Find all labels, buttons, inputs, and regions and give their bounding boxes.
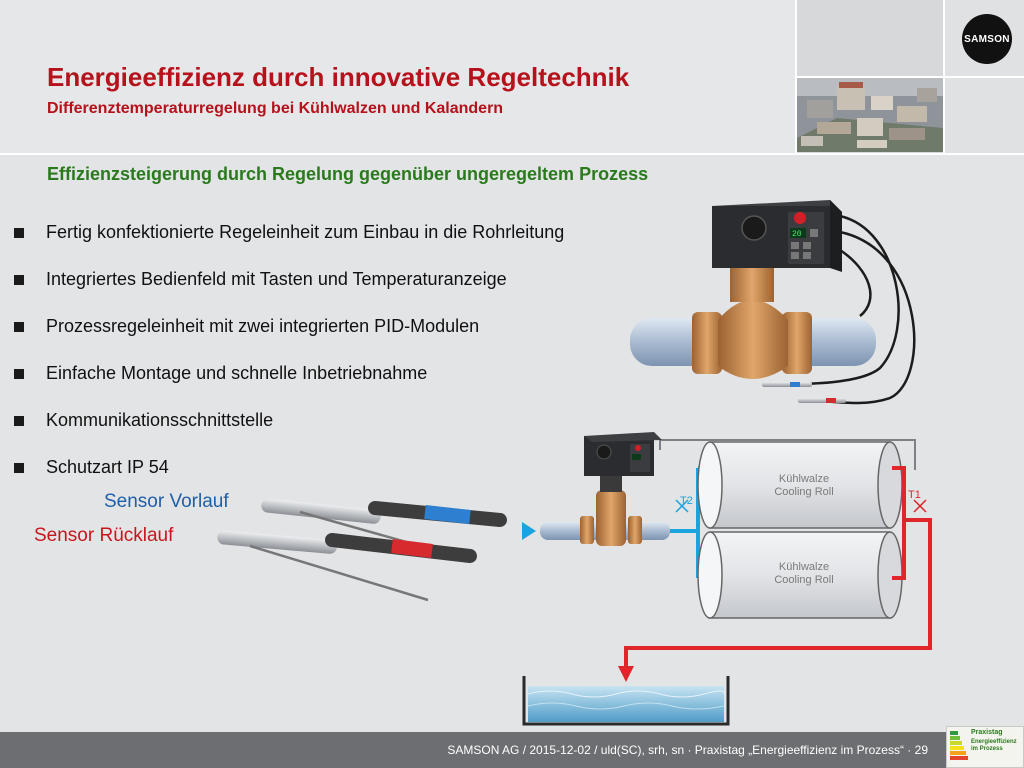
sensor-ruecklauf-probe [217, 530, 337, 554]
roll-bottom-label-1: Kühlwalze [779, 561, 829, 573]
list-item: Einfache Montage und schnelle Inbetriebn… [14, 350, 564, 397]
valve-controller-unit: 20 [630, 200, 916, 405]
small-valve-body [596, 490, 626, 546]
panel-key [791, 242, 799, 249]
sensor-ruecklauf-label: Sensor Rücklauf [34, 525, 174, 546]
sensor-t1-label: T1 [908, 489, 921, 501]
footer-text: SAMSON AG / 2015-12-02 / uld(SC), srh, s… [447, 743, 928, 757]
illustration-layer: 20 [217, 200, 932, 726]
city-aerial-photo [797, 78, 943, 152]
list-item: Schutzart IP 54 [14, 444, 564, 491]
cooling-schematic: T2 Kühlwalze Cooling Roll Kühlwalze Cool… [522, 432, 932, 726]
return-arrow-icon [618, 666, 634, 682]
display-value: 20 [792, 230, 802, 239]
page-subtitle: Differenztemperaturregelung bei Kühlwalz… [47, 100, 504, 117]
bullet-square-icon [14, 227, 24, 238]
feature-list: Fertig konfektionierte Regeleinheit zum … [14, 209, 564, 491]
list-item: Fertig konfektionierte Regeleinheit zum … [14, 209, 564, 256]
sensor-vorlauf-label: Sensor Vorlauf [104, 491, 229, 512]
sensor-cable [779, 214, 900, 386]
sensor-t2-label: T2 [680, 495, 693, 507]
logo-text: SAMSON [964, 33, 1010, 45]
panel-key [803, 242, 811, 249]
bullet-square-icon [14, 415, 24, 426]
temperature-display [790, 228, 806, 238]
red-switch-icon [794, 212, 806, 224]
list-item: Integriertes Bedienfeld mit Tasten und T… [14, 256, 564, 303]
valve-bonnet [730, 262, 774, 302]
section-heading: Effizienzsteigerung durch Regelung gegen… [47, 164, 649, 184]
samson-logo: SAMSON [962, 14, 1012, 64]
valve-flange-right [782, 312, 812, 374]
panel-key [791, 252, 799, 259]
badge-subtitle: Energieeffizienz im Prozess [971, 739, 1017, 752]
praxistag-badge: Praxistag Energieeffizienz im Prozess [946, 726, 1024, 768]
cooling-roll-bottom [709, 531, 891, 619]
roll-top-label-1: Kühlwalze [779, 473, 829, 485]
sensor-vorlauf-probe [261, 498, 381, 524]
valve-body [718, 300, 788, 379]
footer [0, 732, 1024, 768]
list-item-text: Einfache Montage und schnelle Inbetriebn… [46, 363, 428, 383]
badge-title: Praxistag [971, 729, 1003, 736]
valve-flange-left [692, 312, 722, 374]
cable-gland-icon [741, 215, 767, 241]
bullet-square-icon [14, 462, 24, 473]
list-item-text: Schutzart IP 54 [46, 457, 169, 477]
list-item-text: Fertig konfektionierte Regeleinheit zum … [46, 222, 565, 242]
roll-bottom-label-2: Cooling Roll [774, 574, 833, 586]
energy-label-icon [950, 731, 968, 765]
page-title: Energieeffizienz durch innovative Regelt… [47, 62, 630, 92]
list-item: Prozessregeleinheit mit zwei integrierte… [14, 303, 564, 350]
return-line [624, 518, 932, 668]
sensor-probe [762, 382, 812, 387]
bullet-square-icon [14, 274, 24, 285]
list-item-text: Prozessregeleinheit mit zwei integrierte… [46, 316, 480, 336]
panel-key [810, 229, 818, 237]
bullet-square-icon [14, 368, 24, 379]
list-item: Kommunikationsschnittstelle [14, 397, 564, 444]
panel-key [803, 252, 811, 259]
bullet-square-icon [14, 321, 24, 332]
cooling-roll-top [709, 441, 891, 529]
temperature-sensors [217, 498, 507, 602]
list-item-text: Kommunikationsschnittstelle [46, 410, 274, 430]
header-divider [0, 153, 1024, 155]
flow-arrow-icon [522, 522, 536, 540]
sensor-probe [798, 398, 846, 403]
list-item-text: Integriertes Bedienfeld mit Tasten und T… [46, 269, 507, 289]
roll-top-label-2: Cooling Roll [774, 486, 833, 498]
